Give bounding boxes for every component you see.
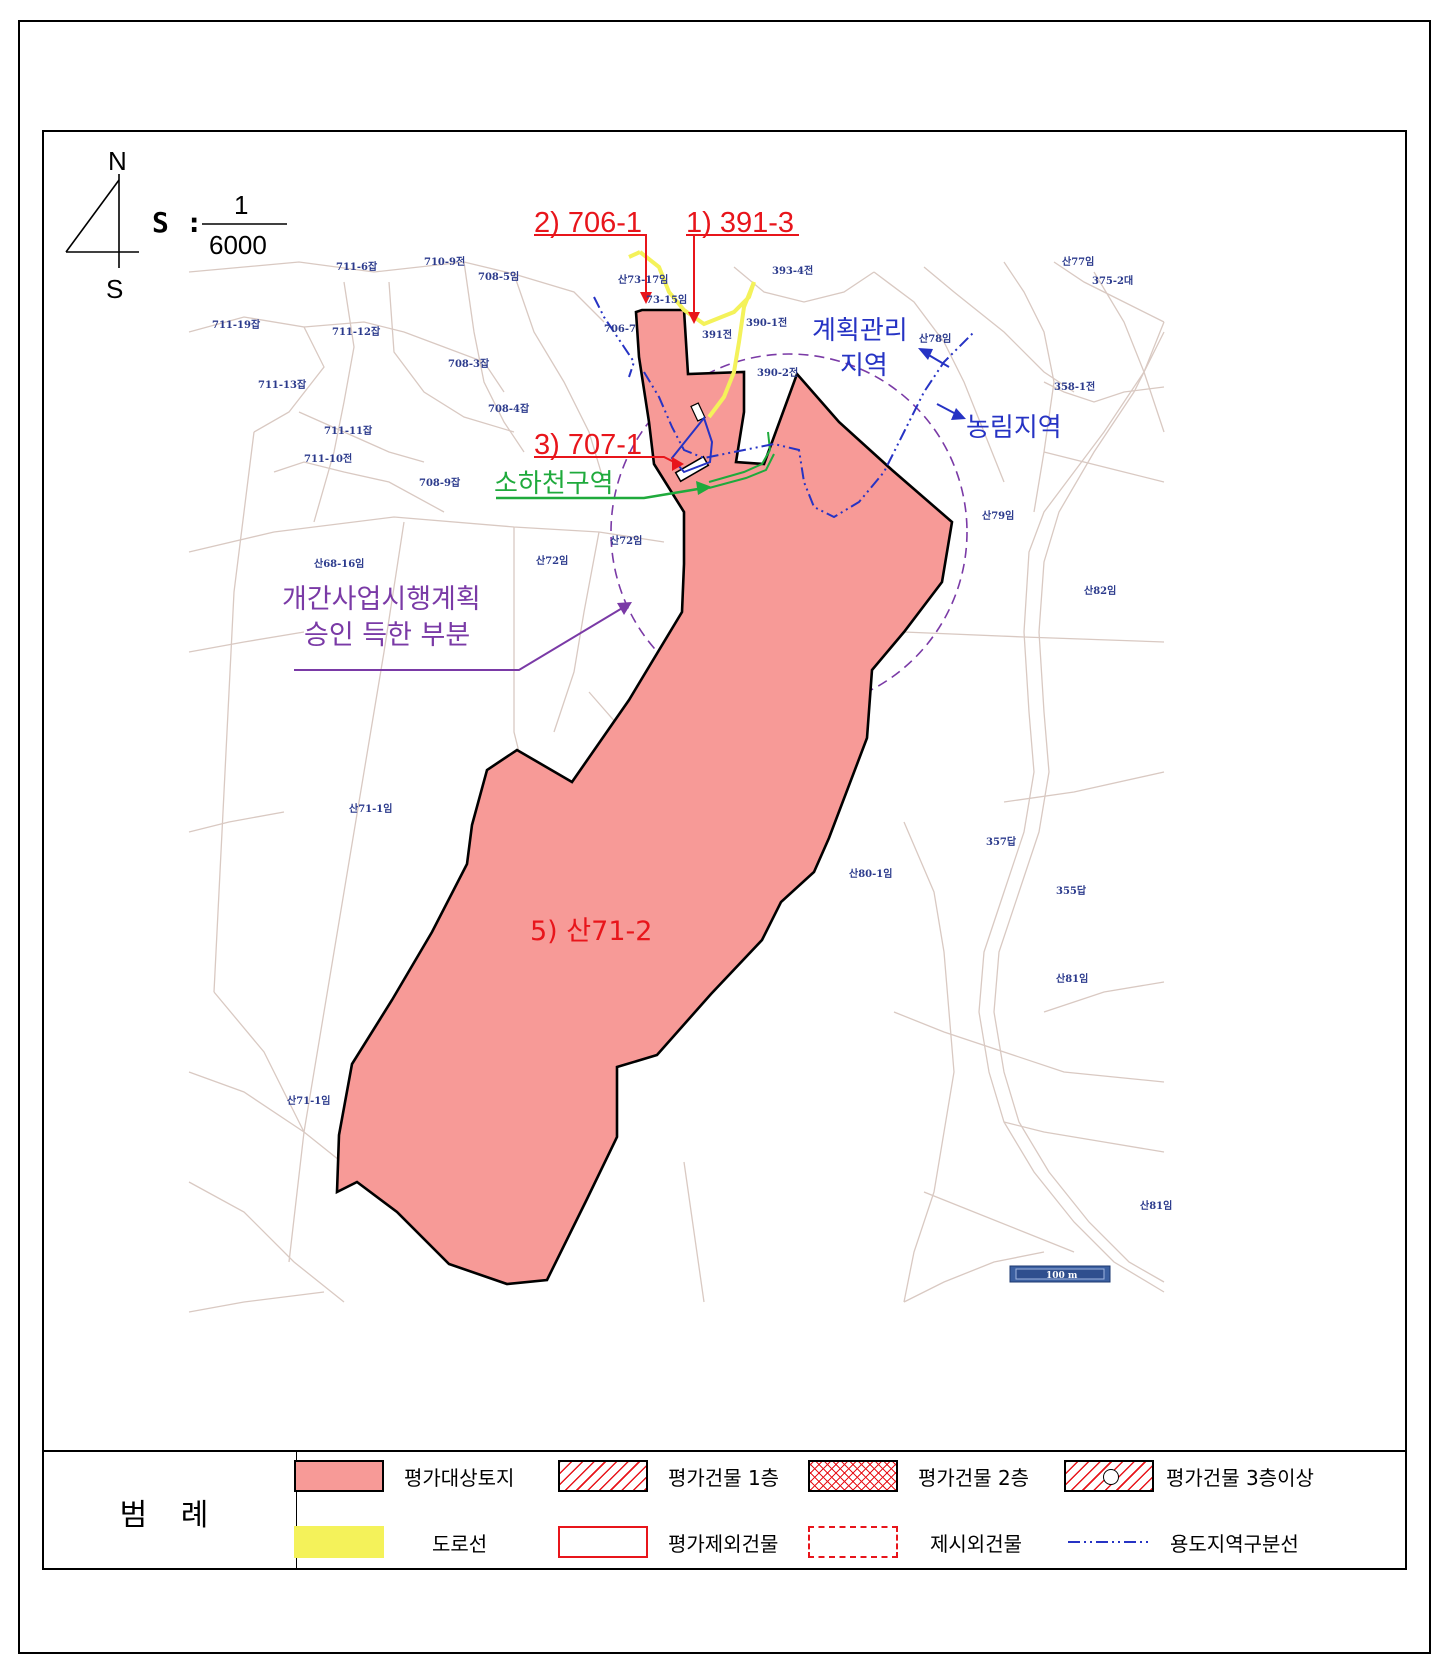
zoning-boundary-line xyxy=(593,296,975,519)
page-border xyxy=(18,20,1431,1654)
zone-label-managed-1: 계획관리 xyxy=(812,316,908,346)
legend-swatch xyxy=(558,1526,648,1558)
callout-707-1: 3) 707-1 xyxy=(534,429,642,461)
legend-item-not-presented: 제시외건물 xyxy=(808,1524,1022,1560)
legend-swatch xyxy=(294,1526,384,1558)
parcel-label: 711-12잡 xyxy=(332,326,381,338)
parcel-label: 711-13잡 xyxy=(258,379,307,391)
legend: 범 례 평가대상토지 평가건물 1층 평가건물 2층 평가건물 3층이상 도로선… xyxy=(44,1450,1405,1568)
parcel-label: 355답 xyxy=(1056,885,1087,897)
approval-leader xyxy=(294,606,625,671)
parcel-label: 산81임 xyxy=(1140,1199,1172,1212)
parcel-label: 708-9잡 xyxy=(419,477,461,489)
legend-label: 평가건물 3층이상 xyxy=(1166,1465,1314,1490)
map-frame: N S S : 1 6000 711-6잡 710-9전 708-5임 393-… xyxy=(42,130,1407,1570)
zone-label-managed-2: 지역 xyxy=(840,351,888,381)
scale-bar-inner xyxy=(1015,1268,1105,1280)
legend-swatch xyxy=(558,1460,648,1492)
parcel-label: 710-9전 xyxy=(424,255,465,268)
parcel-label: 산82임 xyxy=(1084,584,1116,597)
legend-item-bldg-3f: 평가건물 3층이상 xyxy=(1064,1458,1314,1494)
parcel-label: 산77임 xyxy=(1062,255,1094,268)
parcel-label: 산73-17임 xyxy=(618,273,668,286)
legend-title: 범 례 xyxy=(44,1452,297,1568)
parcel-label: 73-15임 xyxy=(646,293,687,306)
legend-swatch xyxy=(808,1526,898,1558)
legend-item-bldg-2f: 평가건물 2층 xyxy=(808,1458,1029,1494)
scale-numerator: 1 xyxy=(234,190,248,220)
legend-swatch xyxy=(1064,1460,1154,1492)
legend-swatch xyxy=(294,1460,384,1492)
compass-north: N xyxy=(108,146,127,176)
target-land-polygon xyxy=(335,308,954,1286)
stream-arrowhead xyxy=(696,481,712,495)
north-arrow-icon xyxy=(65,174,139,268)
callout-san71-2: 5) 산71-2 xyxy=(530,916,652,947)
legend-label: 평가대상토지 xyxy=(404,1465,515,1490)
zone-arrowhead-managed xyxy=(918,348,933,360)
zone-label-approval-1: 개간사업시행계획 xyxy=(282,584,481,615)
parcel-label: 산79임 xyxy=(982,509,1014,522)
parcel-label: 711-11잡 xyxy=(324,425,373,437)
parcel-label: 산80-1임 xyxy=(849,867,892,880)
callout-391-3: 1) 391-3 xyxy=(686,207,794,239)
zone-line-swatch-icon xyxy=(1068,1541,1150,1543)
callout-706-1: 2) 706-1 xyxy=(534,207,642,239)
parcel-label: 산71-1임 xyxy=(349,802,392,815)
parcel-label: 706-7 xyxy=(604,324,636,335)
parcel-label: 708-5임 xyxy=(478,270,519,283)
parcel-label: 375-2대 xyxy=(1092,274,1133,287)
parcel-label-layer: 711-6잡 710-9전 708-5임 393-4전 산77임 375-2대 … xyxy=(212,255,1172,1212)
legend-item-excluded-bldg: 평가제외건물 xyxy=(558,1524,778,1560)
legend-item-bldg-1f: 평가건물 1층 xyxy=(558,1458,779,1494)
parcel-label: 390-1전 xyxy=(746,316,787,329)
parcel-label: 711-19잡 xyxy=(212,319,261,331)
parcel-label: 산72임 xyxy=(610,534,642,547)
parcel-707-1-outline xyxy=(670,415,714,474)
parcel-label: 산68-16임 xyxy=(314,557,364,570)
legend-label: 제시외건물 xyxy=(930,1531,1022,1556)
parcel-label: 358-1전 xyxy=(1054,380,1095,393)
zone-arrowhead-agri xyxy=(951,408,966,420)
parcel-label: 390-2전 xyxy=(757,366,798,379)
callout-arrowhead-1 xyxy=(688,312,700,324)
scale-prefix: S : xyxy=(152,206,203,239)
parcel-label: 393-4전 xyxy=(772,264,813,277)
parcel-label: 357답 xyxy=(986,836,1017,848)
scale-denominator: 6000 xyxy=(209,230,267,260)
callout-arrowhead-2 xyxy=(640,292,652,304)
legend-item-zone-line: 용도지역구분선 xyxy=(1064,1524,1299,1560)
legend-label: 평가제외건물 xyxy=(668,1531,779,1556)
stream-zone xyxy=(708,431,775,489)
parcel-label: 산78임 xyxy=(919,332,951,345)
legend-label: 도로선 xyxy=(432,1531,488,1556)
compass-south: S xyxy=(106,274,123,304)
building-small xyxy=(690,402,706,422)
legend-swatch xyxy=(808,1460,898,1492)
zone-label-agri: 농림지역 xyxy=(966,413,1062,443)
zone-label-stream: 소하천구역 xyxy=(494,469,614,499)
zone-arrow-agri xyxy=(936,403,957,415)
parcel-label: 산81임 xyxy=(1056,972,1088,985)
legend-item-road: 도로선 xyxy=(294,1524,487,1560)
parcel-label: 산71-1임 xyxy=(287,1094,330,1107)
legend-label: 평가건물 1층 xyxy=(668,1465,780,1490)
parcel-label: 391전 xyxy=(702,328,732,341)
parcel-label: 711-6잡 xyxy=(336,261,378,273)
zone-label-approval-2: 승인 득한 부분 xyxy=(304,620,470,651)
legend-label: 평가건물 2층 xyxy=(918,1465,1030,1490)
parcel-label: 708-4잡 xyxy=(488,403,530,415)
scale-bar-label: 100 m xyxy=(1046,1271,1078,1281)
cadastral-map: N S S : 1 6000 711-6잡 710-9전 708-5임 393-… xyxy=(65,146,1172,1313)
legend-item-target-land: 평가대상토지 xyxy=(294,1458,514,1494)
parcel-label: 708-3잡 xyxy=(448,358,490,370)
parcel-label: 711-10전 xyxy=(304,452,352,465)
parcel-label: 산72임 xyxy=(536,554,568,567)
zone-arrow-managed xyxy=(926,353,950,368)
approval-arrowhead xyxy=(617,602,632,615)
legend-label: 용도지역구분선 xyxy=(1170,1531,1299,1556)
stream-leader xyxy=(496,486,705,500)
callout-arrowhead-3 xyxy=(672,457,684,471)
